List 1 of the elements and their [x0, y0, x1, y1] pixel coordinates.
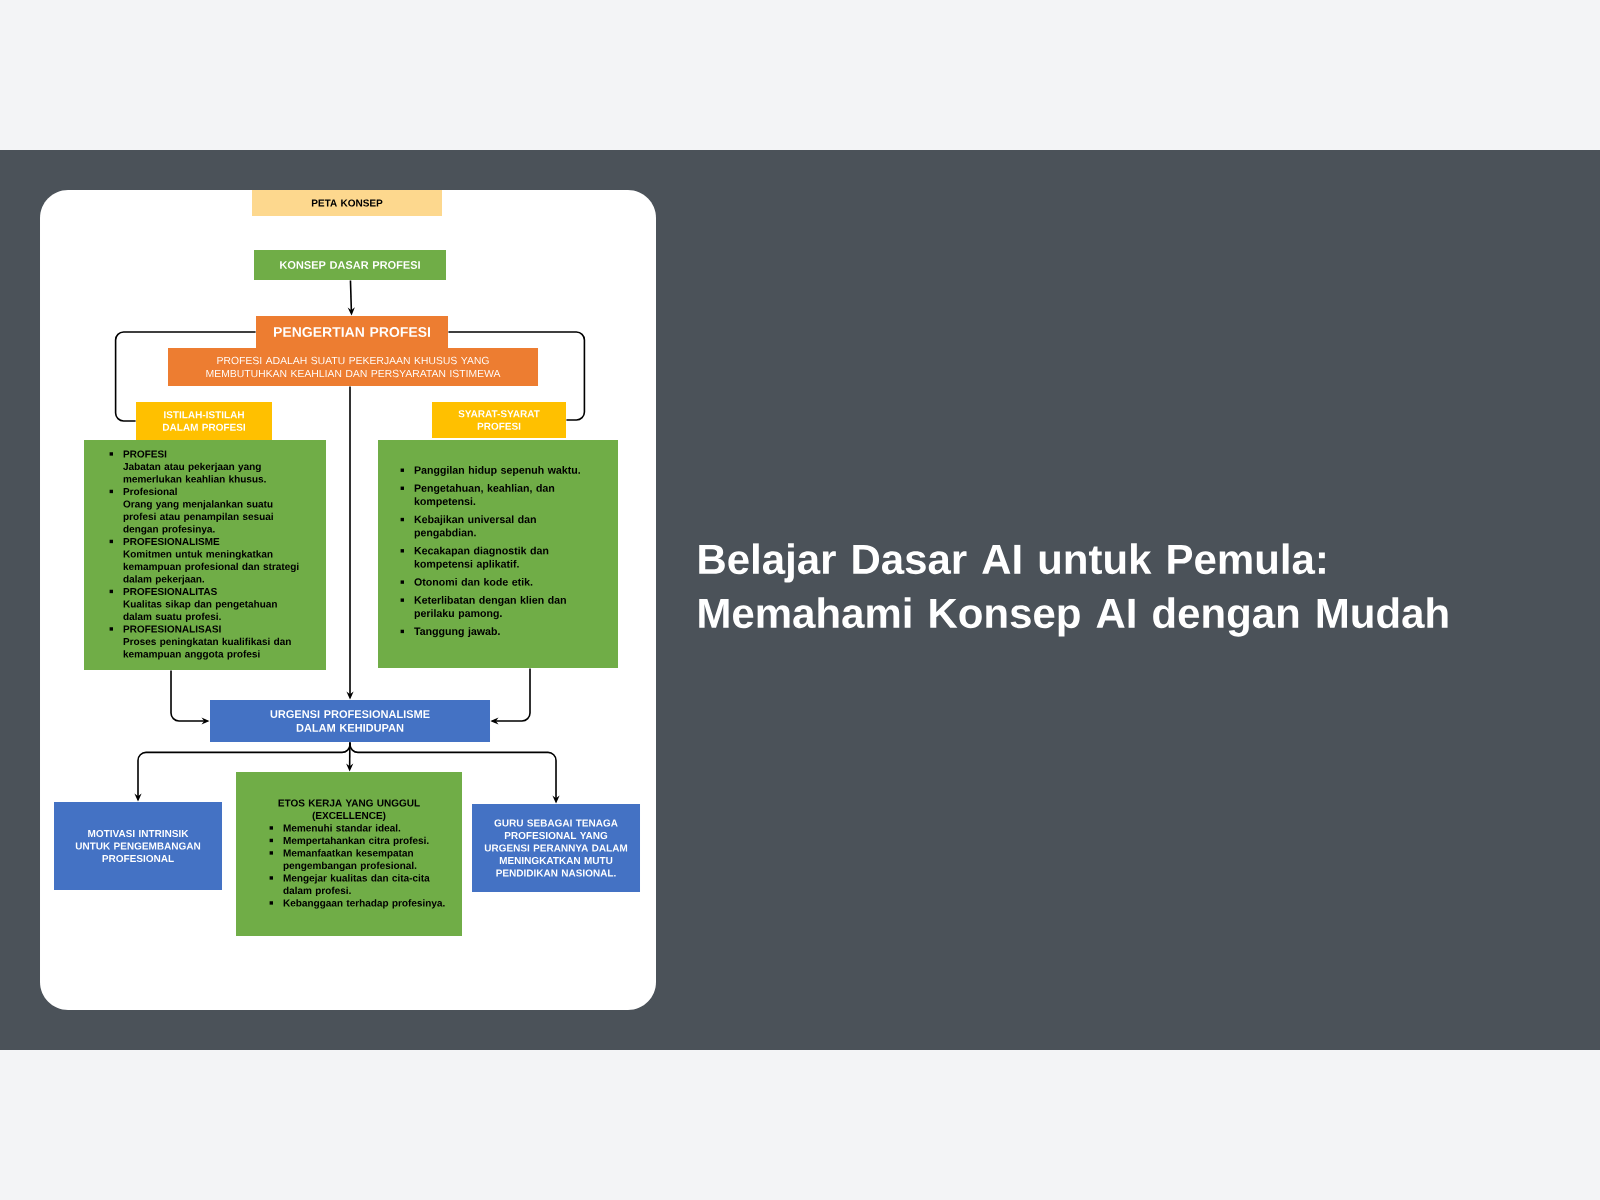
title: Belajar Dasar AI untuk Pemula: Memahami Konsep AI dengan Mudah [699, 543, 1448, 637]
